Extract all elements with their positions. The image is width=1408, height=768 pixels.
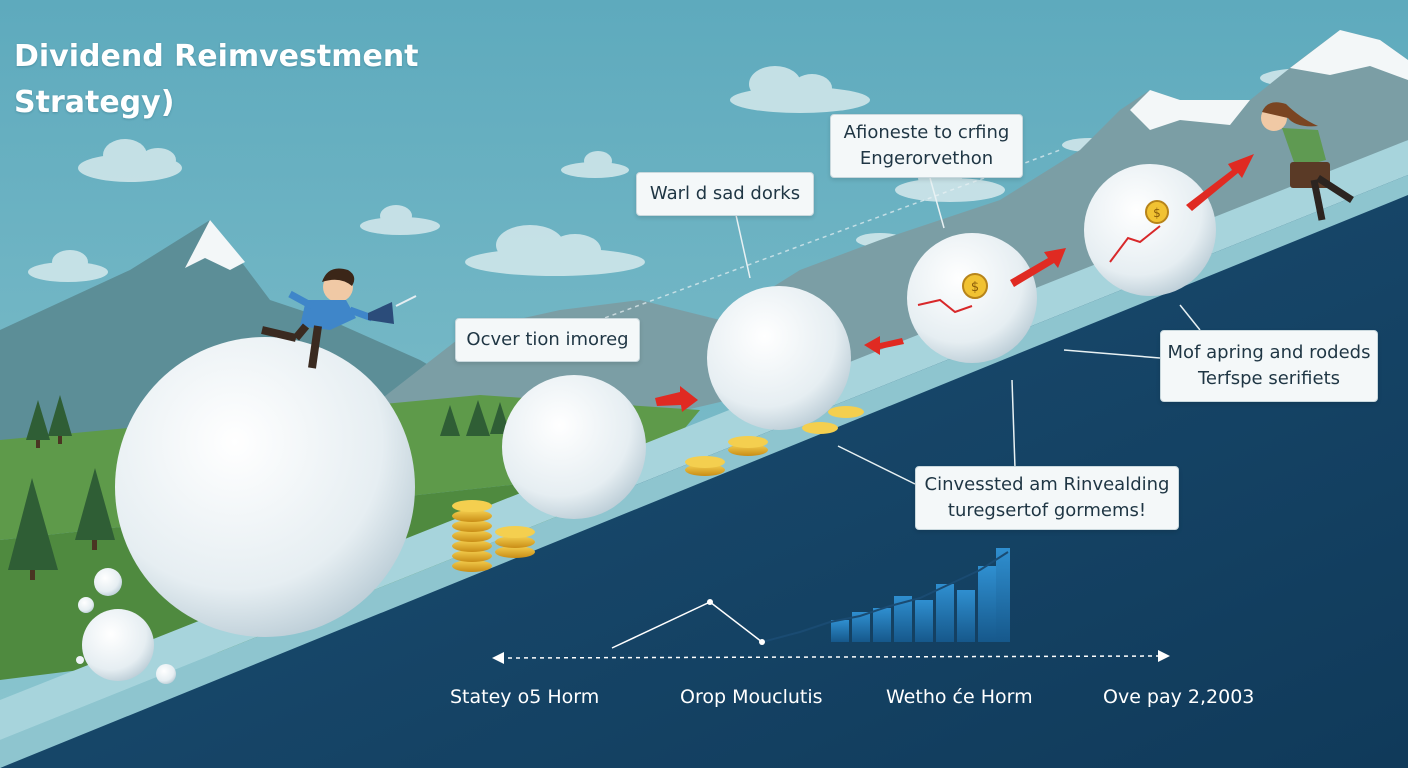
snowballs (76, 164, 1216, 684)
page-title: Dividend Reimvestment Strategy) (14, 34, 419, 126)
callout-line: Mof apring and rodeds (1167, 342, 1371, 363)
timeline-label-4: Ove pay 2,2003 (1103, 686, 1255, 708)
climbing-character (1261, 102, 1354, 221)
clouds (28, 66, 1360, 282)
timeline-label-3: Wetho će Horm (886, 686, 1033, 708)
callout-line: Cinvessted am Rinvealding (924, 474, 1170, 495)
small-snowball (82, 609, 154, 681)
timeline-label-1: Statey o5 Horm (450, 686, 600, 708)
snowball-5 (1084, 164, 1216, 296)
timeline-label-2: Orop Mouclutis (680, 686, 823, 708)
callout-line: Warl d sad dorks (649, 183, 801, 204)
callout-line: turegsertof gormems! (947, 500, 1147, 521)
cloud (730, 66, 870, 113)
cloud (465, 225, 645, 276)
coins: $ $ (452, 200, 1169, 572)
callout-ocver: Ocver tion imoreg (455, 318, 640, 362)
giant-snowball (115, 337, 415, 637)
coin-stack-1 (452, 500, 492, 572)
svg-text:$: $ (1153, 206, 1161, 220)
callout-warl: Warl d sad dorks (636, 172, 814, 216)
trees (8, 395, 510, 580)
arrow-icon (655, 386, 698, 412)
callout-line: Afioneste to сrfing (843, 122, 1010, 143)
cloud (360, 205, 440, 235)
coin-stack-2 (495, 526, 535, 558)
arrow-icon (1010, 248, 1066, 287)
callout-line: Engerorvethon (859, 148, 994, 169)
snowball-3 (707, 286, 851, 430)
pushing-character (261, 268, 417, 369)
timeline-axis (492, 650, 1170, 664)
title-line-1: Dividend Reimvestment (14, 39, 419, 74)
pointer-lines (544, 149, 1201, 485)
callout-afioneste: Afioneste to сrfing Engerorvethon (830, 114, 1023, 178)
cloud (561, 151, 629, 178)
callout-line: Ocver tion imoreg (466, 329, 629, 350)
title-line-2: Strategy) (14, 85, 175, 120)
growth-lines (917, 225, 1161, 314)
callout-cinvessted: Cinvessted am Rinvealding turegsertof go… (915, 466, 1179, 530)
callout-mof: Mof apring and rodeds Terfspe serifiets (1160, 330, 1378, 402)
cloud (78, 139, 182, 182)
callout-line: Terfspe serifiets (1197, 368, 1341, 389)
cloud (28, 250, 108, 282)
bar-chart (611, 548, 1010, 649)
arrow-icon (864, 336, 904, 355)
red-arrows (655, 154, 1254, 412)
svg-text:$: $ (971, 280, 979, 295)
snowball-2 (502, 375, 646, 519)
arrow-icon (1186, 154, 1254, 211)
